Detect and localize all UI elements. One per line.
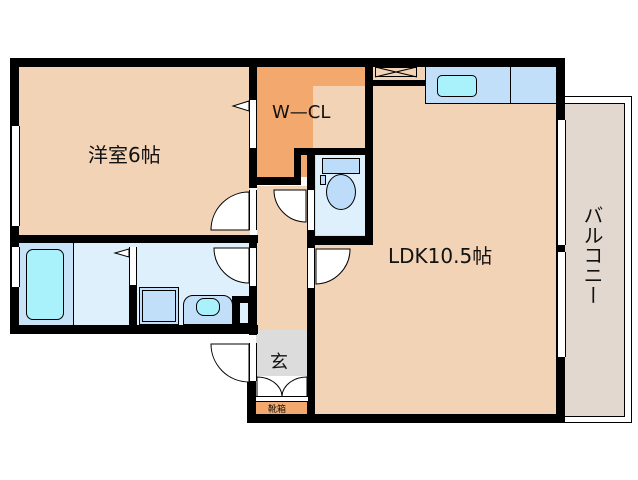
- window-ldk-lower: [557, 252, 566, 357]
- wall-ldk-top-inner: [365, 80, 425, 86]
- door-gap-toilet: [307, 190, 315, 230]
- wall-bottom: [247, 414, 565, 423]
- door-swing-ldk: [315, 248, 351, 285]
- window-western-room: [11, 126, 20, 226]
- washing-machine-inner: [142, 290, 176, 322]
- wall-bath-wash: [129, 285, 137, 327]
- shoe-box-label: 靴箱: [268, 405, 287, 415]
- wall-closet-bottom: [294, 148, 372, 155]
- kitchen-counter-divider: [510, 67, 511, 104]
- refrigerator-x-icon: [374, 66, 418, 78]
- toilet-paper: [320, 175, 326, 185]
- door-gap-hall-wash: [249, 248, 257, 286]
- wall-room-bath-divider: [10, 235, 258, 243]
- wall-toilet-bottom: [307, 236, 373, 245]
- sliding-door-western-icon: [231, 100, 250, 112]
- wall-closet-right: [365, 58, 373, 88]
- door-swing-western: [210, 191, 250, 231]
- wall-closet-lower-left: [294, 148, 301, 183]
- door-gap-hall-upper: [249, 190, 257, 230]
- entrance-step-line: [256, 396, 308, 402]
- western-room: [18, 67, 250, 235]
- washing-machine: [139, 287, 179, 325]
- wall-bottom-left: [10, 325, 258, 334]
- toilet-bowl: [326, 174, 356, 210]
- window-ldk-upper: [557, 120, 566, 245]
- sliding-door-bath-icon: [113, 248, 130, 258]
- wall-top: [10, 58, 565, 67]
- shoe-box: [256, 402, 308, 414]
- balcony-label: バルコニー: [580, 205, 604, 305]
- ldk: [313, 86, 556, 414]
- vanity-sink: [196, 298, 220, 316]
- wall-toilet-left: [365, 80, 373, 245]
- door-gap-bath: [129, 247, 137, 285]
- wall-entrance-left: [247, 378, 256, 423]
- entrance: [256, 330, 308, 376]
- walk-in-closet-lower: [257, 150, 297, 177]
- door-swing-entrance-double: [256, 376, 308, 398]
- wall-closet-floor: [249, 177, 301, 185]
- door-swing-hall-toilet: [273, 189, 307, 223]
- bathroom-divider: [73, 243, 74, 325]
- window-bathroom: [11, 247, 20, 287]
- ldk-label: LDK10.5帖: [388, 244, 493, 268]
- walk-in-closet-label: W—CL: [272, 102, 331, 123]
- wall-wash-pillar-inner: [240, 303, 248, 323]
- door-swing-wash: [213, 247, 250, 284]
- kitchen-sink: [437, 75, 477, 97]
- bathtub: [26, 249, 64, 320]
- door-swing-entrance: [210, 343, 250, 383]
- toilet-tank: [322, 158, 360, 174]
- door-gap-western: [249, 100, 257, 148]
- balcony: [563, 103, 625, 417]
- door-gap-ldk: [307, 248, 315, 288]
- western-room-label: 洋室6帖: [88, 143, 161, 167]
- entrance-label: 玄: [270, 352, 288, 373]
